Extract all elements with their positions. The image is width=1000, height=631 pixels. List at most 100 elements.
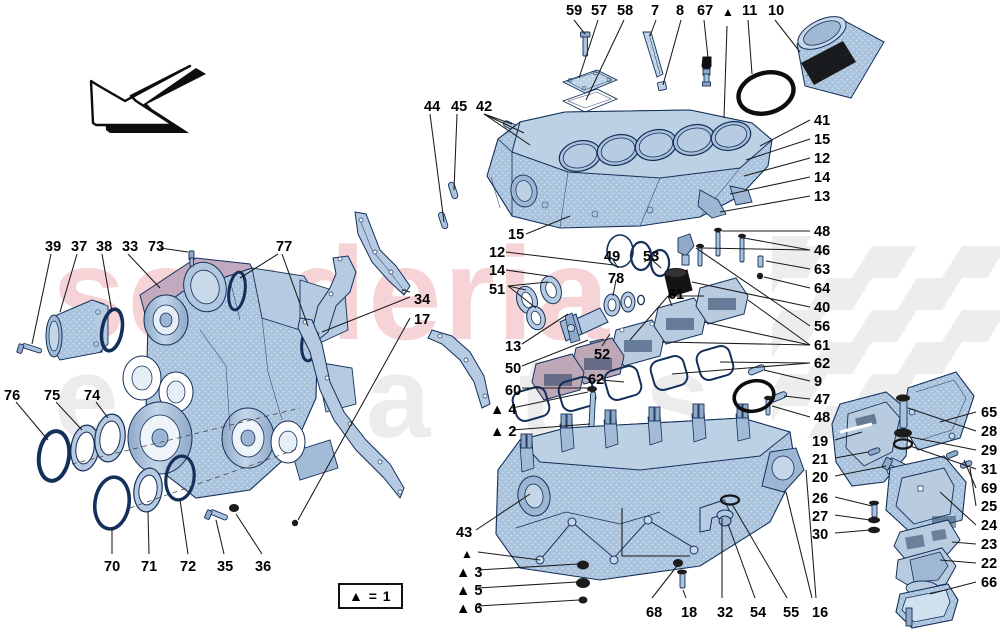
callout-33: 33 xyxy=(122,239,139,255)
callout-12: 12 xyxy=(489,245,506,261)
part-77-o-ring-a xyxy=(227,270,247,312)
callout-36: 36 xyxy=(255,559,272,575)
part-65-cover xyxy=(901,371,975,451)
callout-62: 62 xyxy=(588,372,605,388)
callout-74: 74 xyxy=(84,388,101,404)
callout-68: 68 xyxy=(646,605,663,621)
callout-71: 71 xyxy=(141,559,158,575)
part-38-o-ring xyxy=(99,307,125,353)
part-54-bush xyxy=(716,509,734,527)
legend-box: ▲ = 1 xyxy=(338,583,403,609)
part-10-oil-filter xyxy=(796,16,885,99)
callout-60: 60 xyxy=(505,383,522,399)
callout-65: 65 xyxy=(981,405,998,421)
callout-23: 23 xyxy=(981,537,998,553)
callout-29: 29 xyxy=(981,443,998,459)
callout-46: 46 xyxy=(814,243,831,259)
callout-27: 27 xyxy=(812,509,829,525)
callout-61: 61 xyxy=(668,287,685,303)
callout-64: 64 xyxy=(814,281,831,297)
part-57-flange-gasket xyxy=(561,69,619,94)
part-17-bolt xyxy=(291,519,299,527)
callout-16: 16 xyxy=(812,605,829,621)
part-36-washer xyxy=(229,504,239,512)
part-48-studs xyxy=(714,227,772,416)
callout-53: 53 xyxy=(643,249,660,265)
leader-lines xyxy=(15,19,977,607)
part-43-seal xyxy=(732,378,776,414)
part-75-seal-inner xyxy=(75,431,95,465)
part-63-64-pins xyxy=(756,255,764,280)
callout-39: 39 xyxy=(45,239,62,255)
callout-52: 52 xyxy=(594,347,611,363)
callout-20: 20 xyxy=(812,470,829,486)
callout-18: 18 xyxy=(681,605,698,621)
callout-37: 37 xyxy=(71,239,88,255)
part-49-snap-ring xyxy=(606,234,634,268)
callout-13: 13 xyxy=(814,189,831,205)
callout-66: 66 xyxy=(981,575,998,591)
part-35-bolt xyxy=(204,509,228,521)
callout-4: ▲ 4 xyxy=(490,402,517,418)
callout-63: 63 xyxy=(814,262,831,278)
part-66-clamp xyxy=(895,583,959,629)
part-11-o-ring xyxy=(736,70,796,116)
part-34-gasket-a xyxy=(354,211,411,296)
part-50-shaft xyxy=(559,307,609,344)
callout-48: 48 xyxy=(814,410,831,426)
callout-9: 9 xyxy=(814,374,823,390)
callout-22: 22 xyxy=(981,556,998,572)
callout-31: 31 xyxy=(981,462,998,478)
callout-35: 35 xyxy=(217,559,234,575)
part-32-bracket xyxy=(699,499,731,533)
callout-72: 72 xyxy=(180,559,197,575)
callout-57: 57 xyxy=(591,3,608,19)
callout-15: 15 xyxy=(814,132,831,148)
callout-: ▲ xyxy=(722,5,734,19)
part-56-sensor xyxy=(677,233,695,266)
callout-30: 30 xyxy=(812,527,829,543)
callout-45: 45 xyxy=(451,99,468,115)
callout-48: 48 xyxy=(814,224,831,240)
direction-arrow-icon xyxy=(89,64,206,133)
part-7-dipstick-tube xyxy=(642,31,664,78)
engine-mount-body-24 xyxy=(885,455,967,535)
callout-24: 24 xyxy=(981,518,998,534)
part-18-bolt xyxy=(677,569,687,589)
callout-3: ▲ 3 xyxy=(456,565,483,581)
part-55-washer xyxy=(719,494,741,506)
part-51-bushings xyxy=(516,275,562,331)
cylinder-block-upper xyxy=(486,109,773,229)
part-9-dowel xyxy=(747,364,766,376)
callout-42: 42 xyxy=(476,99,493,115)
part-76-seal xyxy=(36,429,72,483)
part-45-dowel xyxy=(448,181,459,200)
callout-40: 40 xyxy=(814,300,831,316)
callout-44: 44 xyxy=(424,99,441,115)
callout-73: 73 xyxy=(148,239,165,255)
part-71-seal-inner xyxy=(138,474,158,506)
callout-: ▲ xyxy=(461,547,473,561)
callout-58: 58 xyxy=(617,3,634,19)
callout-15: 15 xyxy=(508,227,525,243)
callout-14: 14 xyxy=(489,263,506,279)
callout-13: 13 xyxy=(505,339,522,355)
part-72-seal xyxy=(164,454,196,502)
callout-7: 7 xyxy=(651,3,660,19)
callout-6: ▲ 6 xyxy=(456,601,483,617)
callout-2: ▲ 2 xyxy=(490,424,517,440)
part-44-dowel xyxy=(438,211,449,230)
callout-11: 11 xyxy=(742,3,758,19)
part-39-bolt xyxy=(16,343,43,354)
triangle-hardware xyxy=(576,560,590,604)
callout-78: 78 xyxy=(608,271,625,287)
callout-14: 14 xyxy=(814,170,831,186)
callout-55: 55 xyxy=(783,605,800,621)
callout-5: ▲ 5 xyxy=(456,583,483,599)
callout-77: 77 xyxy=(276,239,293,255)
part-8-plug xyxy=(656,80,668,92)
callout-70: 70 xyxy=(104,559,121,575)
callout-8: 8 xyxy=(676,3,685,19)
